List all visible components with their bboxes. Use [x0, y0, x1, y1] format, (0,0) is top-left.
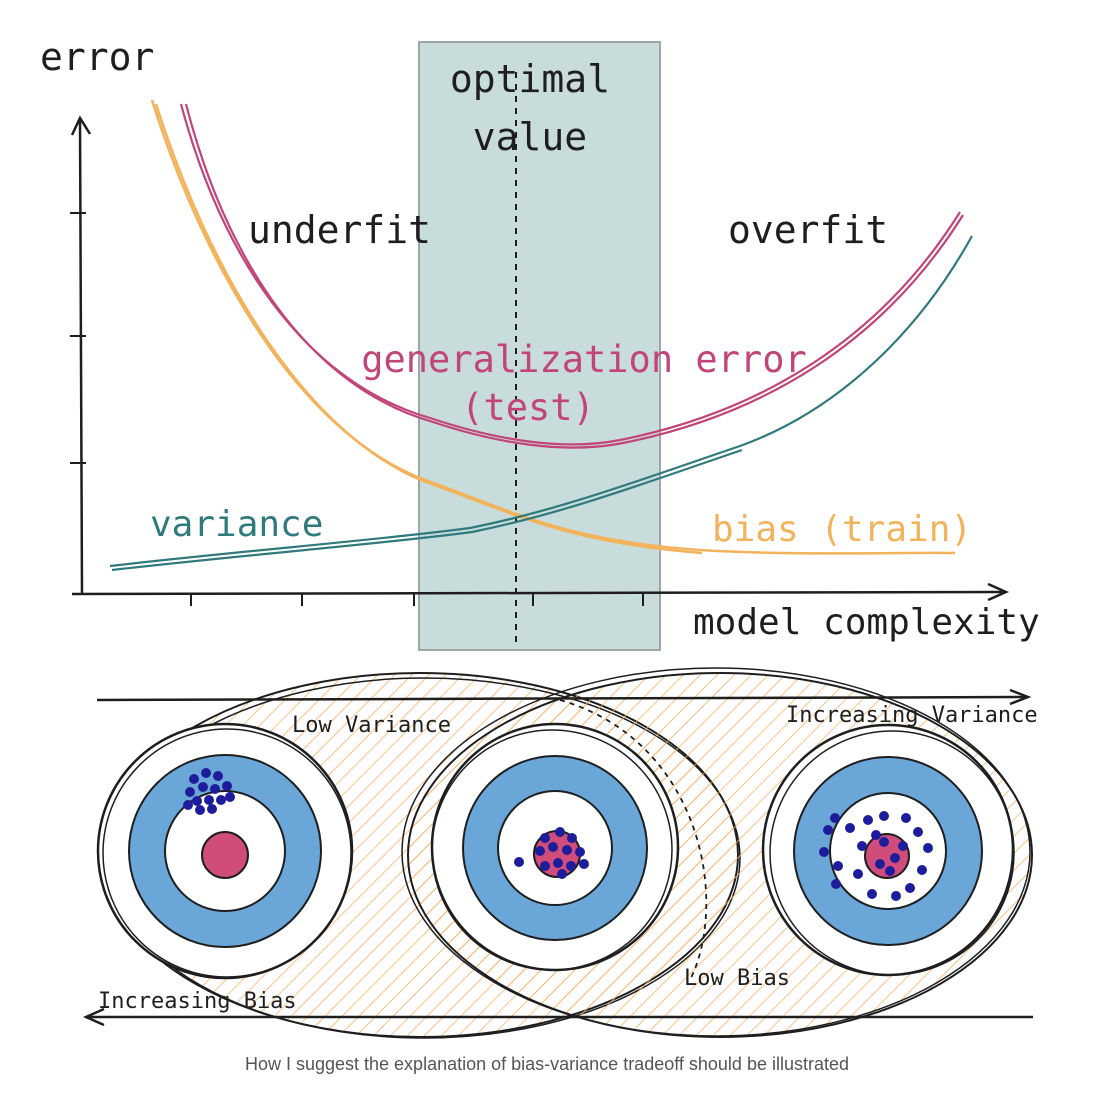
low-variance-label: Low Variance [292, 713, 451, 738]
increasing-bias-arrow [82, 1007, 1033, 1027]
x-axis-label: model complexity [693, 602, 1040, 643]
generalization-error-label: generalization error [361, 338, 807, 381]
variance-curve [109, 235, 973, 572]
increasing-variance-arrow [96, 688, 1032, 706]
optimal-band [418, 41, 661, 651]
low-bias-label: Low Bias [684, 966, 790, 991]
test-error-curve [179, 103, 964, 449]
target-high-bias-low-variance [96, 722, 354, 980]
underfit-label: underfit [248, 208, 431, 252]
hit-cluster [514, 827, 589, 879]
generalization-test-label: (test) [461, 386, 595, 429]
target-low-bias-high-variance [761, 723, 1015, 977]
hit-cluster [183, 768, 235, 815]
overfit-label: overfit [728, 208, 888, 252]
optimal-label-line1: optimal [450, 57, 610, 101]
error-vs-complexity-diagram: error optimal value underfit overfit gen… [40, 35, 1040, 651]
y-axis-label: error [40, 35, 154, 79]
optimal-label-line2: value [473, 115, 587, 159]
target-low-bias-low-variance [430, 722, 680, 972]
y-axis [70, 115, 92, 595]
targets-diagram: Low Variance Increasing Variance Low Bia… [82, 667, 1038, 1039]
bias-label: bias (train) [712, 509, 972, 550]
variance-label: variance [150, 504, 323, 545]
bias-variance-diagram: error optimal value underfit overfit gen… [40, 35, 1040, 1039]
x-axis [71, 582, 1010, 606]
increasing-bias-label: Increasing Bias [98, 989, 297, 1014]
bias-curve [150, 99, 956, 555]
figure-caption: How I suggest the explanation of bias-va… [244, 1054, 850, 1074]
hit-cluster [819, 811, 933, 901]
increasing-variance-label: Increasing Variance [786, 703, 1038, 728]
dashed-arc [559, 699, 708, 981]
